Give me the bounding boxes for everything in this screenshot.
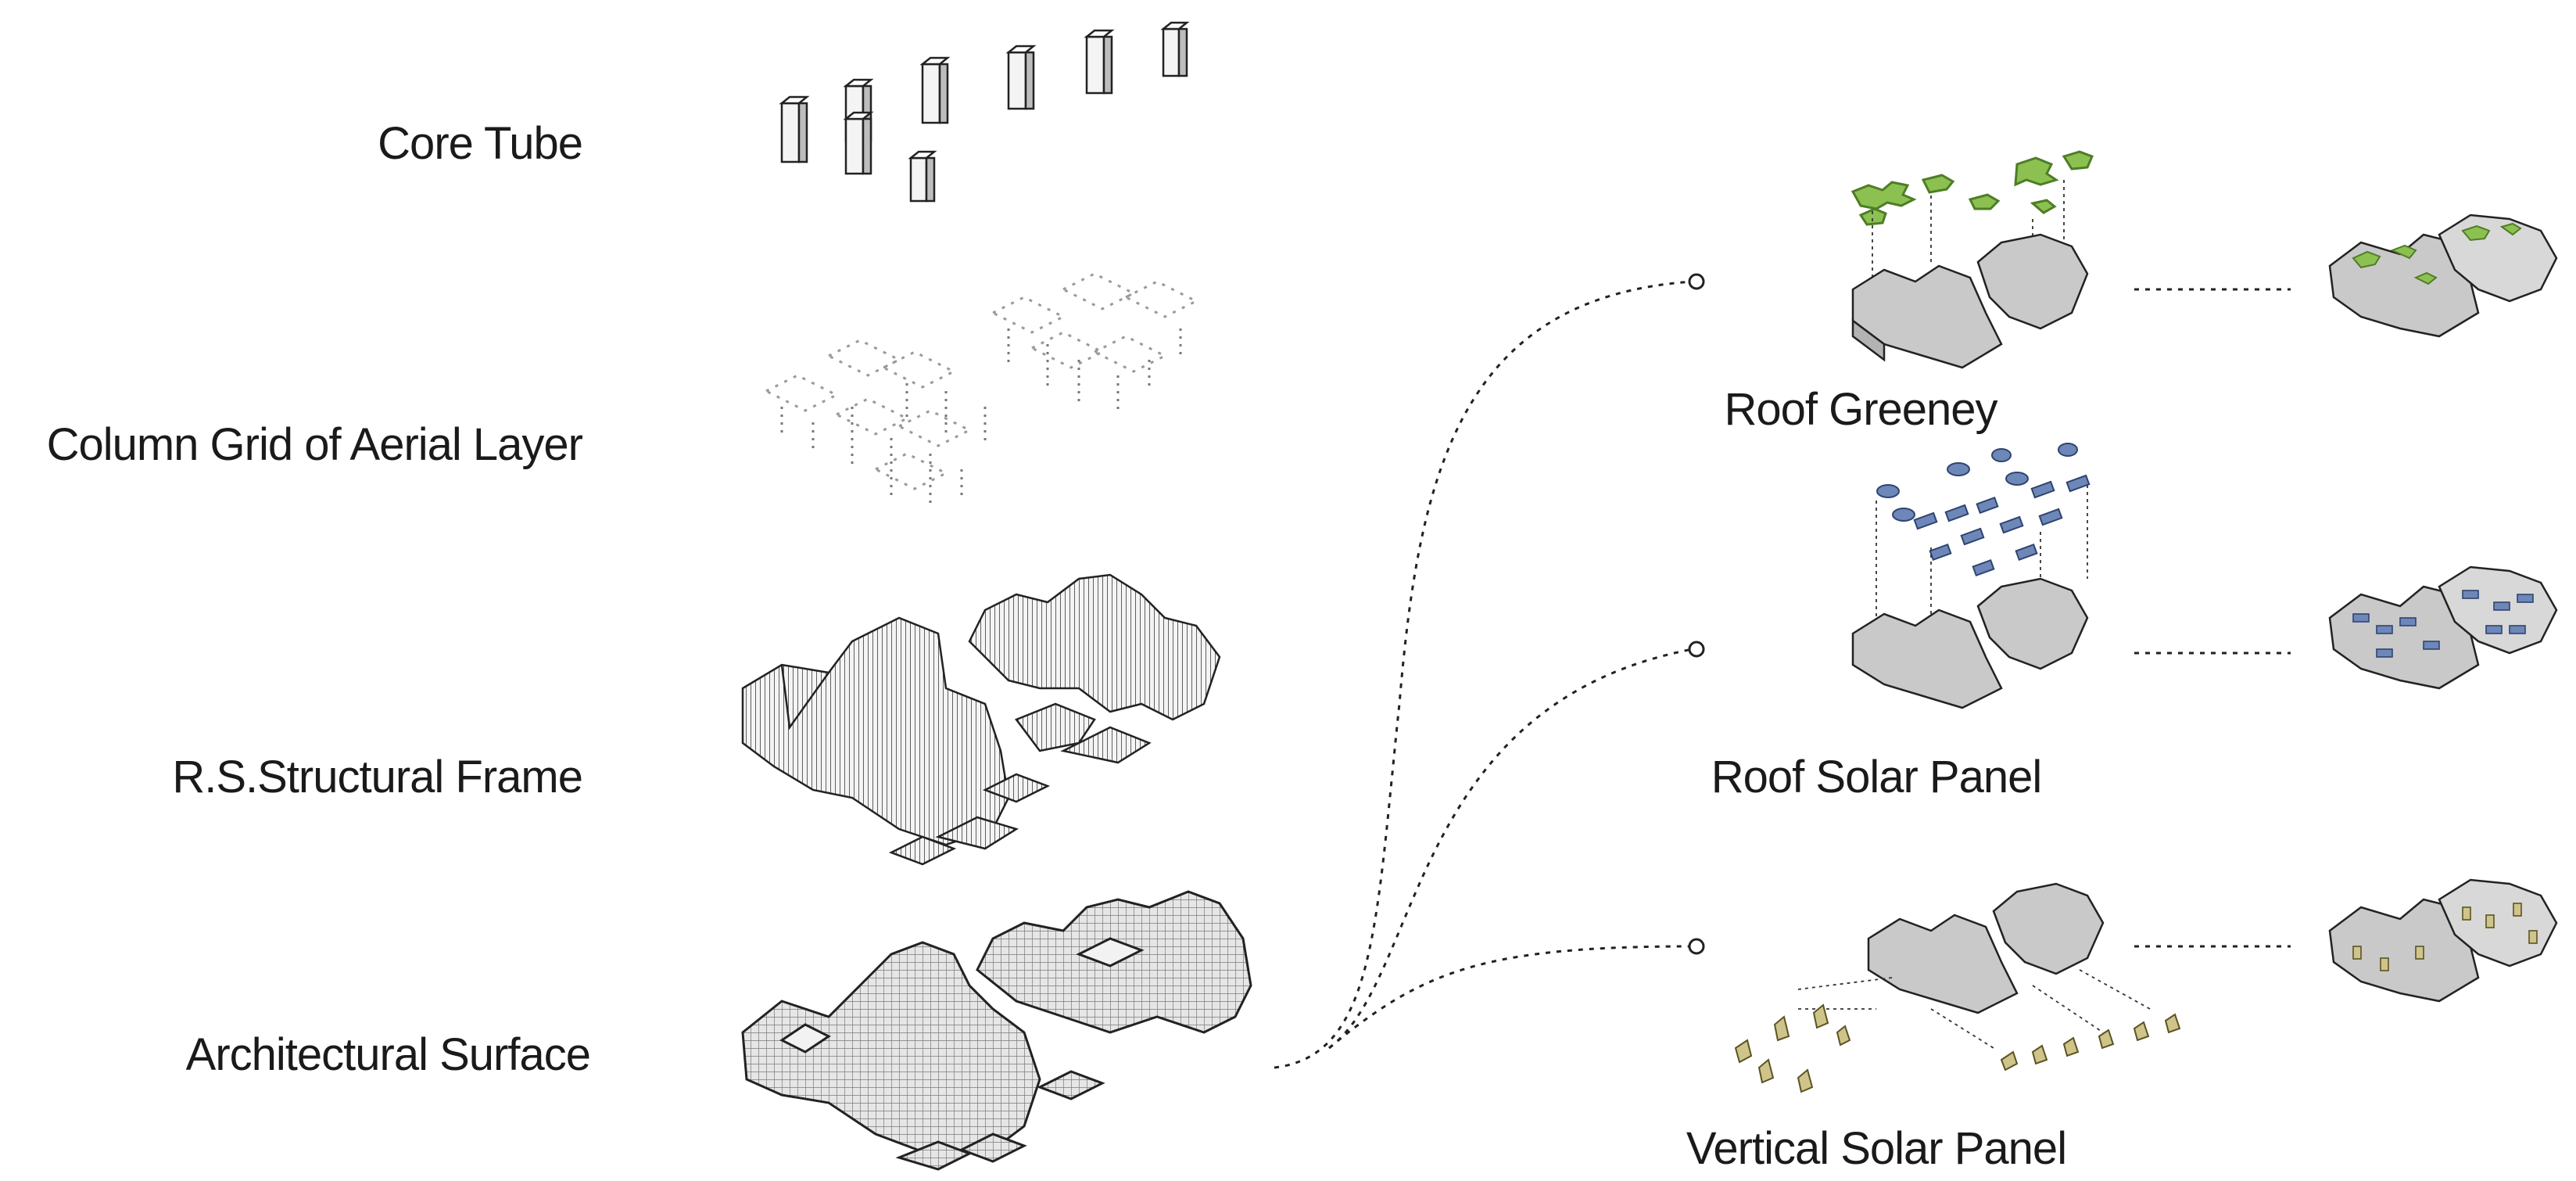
- core-tube: [1005, 45, 1037, 110]
- core-tube: [908, 150, 937, 203]
- layer-label-core-tube: Core Tube: [378, 118, 583, 169]
- layer-label-column-grid: Column Grid of Aerial Layer: [46, 419, 583, 470]
- core-tube: [843, 111, 874, 175]
- structural-frame-group: [741, 573, 1221, 866]
- layer-label-architectural-surface: Architectural Surface: [185, 1029, 591, 1080]
- roof-greenery-result: [2328, 214, 2558, 338]
- vertical-solar-exploded: [1734, 882, 2181, 1093]
- architectural-surface-group: [741, 890, 1252, 1171]
- connector-endpoints: [1688, 273, 1705, 955]
- vertical-solar-base-block: [1867, 882, 2105, 1014]
- connector-lines: [1274, 280, 1693, 1069]
- roof-solar-base-block: [1851, 577, 2089, 709]
- core-tube: [1084, 29, 1115, 95]
- core-tube: [779, 95, 810, 163]
- column-grid-group: [763, 272, 1199, 508]
- roof-greenery-base-block: [1851, 233, 2089, 369]
- core-tube: [919, 56, 951, 124]
- core-tube: [1160, 21, 1190, 77]
- roof-solar-result: [2328, 565, 2558, 690]
- core-tube-group: [779, 21, 1190, 203]
- strategy-label-roof-greenery: Roof Greeney: [1724, 384, 1997, 435]
- layer-label-structural-frame: R.S.Structural Frame: [172, 752, 583, 802]
- strategy-label-roof-solar: Roof Solar Panel: [1711, 752, 2042, 802]
- roof-solar-exploded: [1851, 443, 2091, 709]
- vertical-solar-result: [2328, 878, 2558, 1003]
- strategy-label-vertical-solar: Vertical Solar Panel: [1686, 1123, 2067, 1174]
- roof-greenery-exploded: [1850, 150, 2094, 369]
